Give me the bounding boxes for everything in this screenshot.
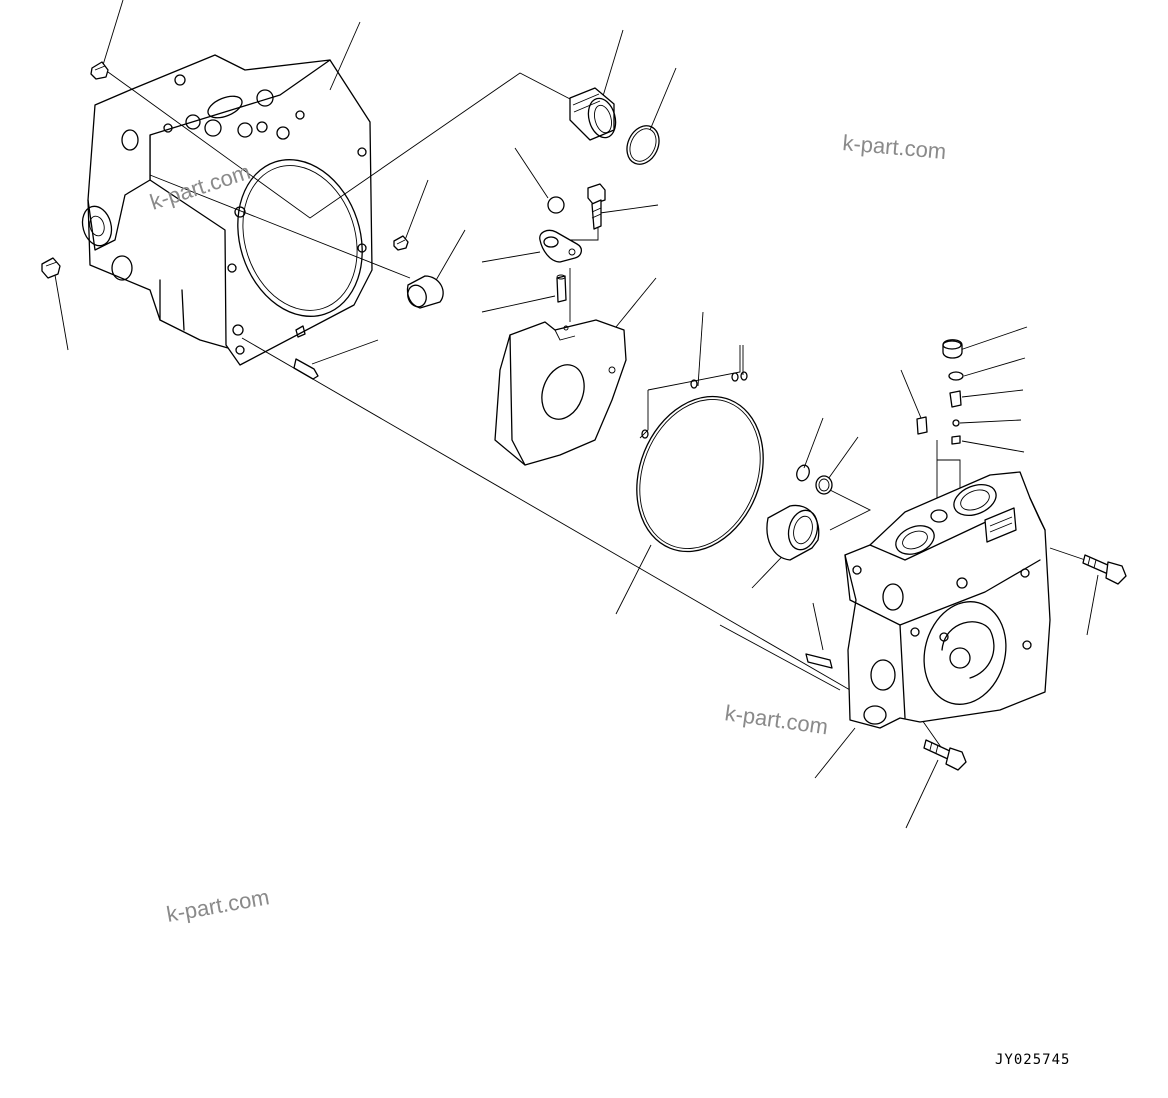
bearing	[766, 504, 820, 561]
bolt-vertical	[587, 183, 606, 230]
end-cap-block	[844, 471, 1051, 729]
bolts-right	[923, 554, 1127, 771]
small-parts	[41, 61, 964, 669]
plug-stack-right	[916, 339, 964, 445]
watermark: k-part.com	[842, 130, 948, 164]
cap	[406, 275, 444, 309]
drawing-code: JY025745	[995, 1052, 1070, 1068]
plug-top-left	[90, 61, 109, 80]
o-ring-small	[796, 464, 810, 482]
watermark: k-part.com	[723, 700, 829, 739]
collar	[815, 475, 833, 495]
watermark: k-part.com	[165, 884, 272, 927]
rocker-cam	[494, 319, 627, 466]
bolt-right-lower	[923, 739, 967, 771]
plug-left	[41, 257, 61, 279]
small-rings	[641, 371, 748, 439]
o-ring-large	[626, 125, 660, 165]
gasket	[636, 395, 764, 553]
pin-vertical	[556, 274, 567, 303]
pump-case	[81, 54, 373, 366]
pin-right	[805, 653, 833, 669]
pin-left	[293, 358, 319, 380]
bolt-right-upper	[1082, 554, 1127, 585]
leader-lines	[54, 0, 1101, 829]
sleeve	[569, 87, 617, 141]
small-plug-middle	[393, 235, 409, 251]
ball	[547, 196, 565, 214]
lever-arm	[539, 229, 582, 263]
